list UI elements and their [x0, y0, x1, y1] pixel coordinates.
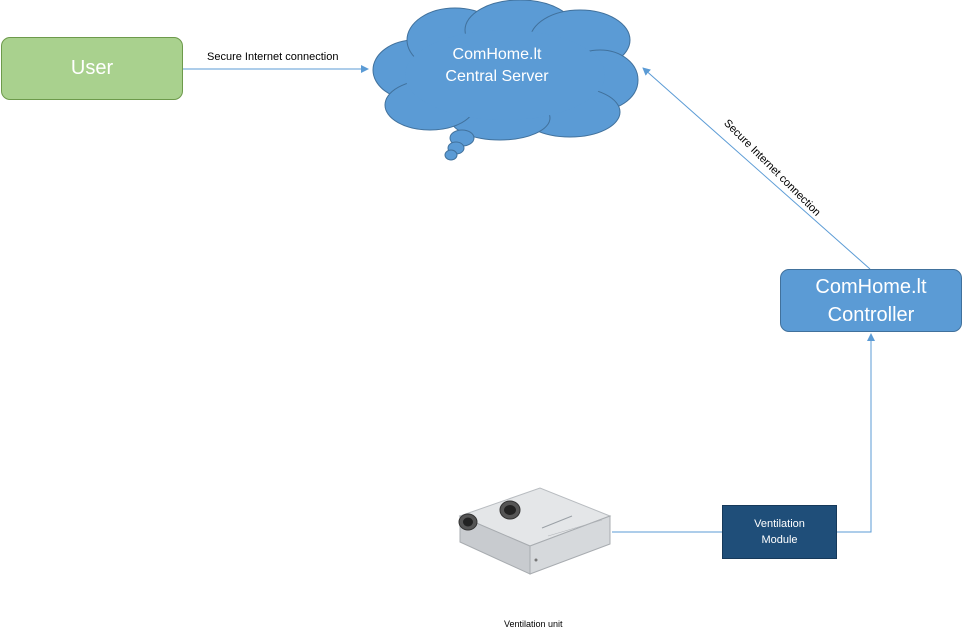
- ventilation-unit-image: [458, 487, 612, 575]
- module-line1: Ventilation: [754, 518, 805, 530]
- connector-controller-to-server: [642, 67, 871, 270]
- cloud-shape: [372, 0, 639, 161]
- central-server-label: ComHome.lt Central Server: [395, 44, 599, 88]
- user-label: User: [70, 57, 114, 79]
- central-server-name: ComHome.lt: [452, 46, 542, 63]
- controller-node: ComHome.lt Controller: [780, 269, 962, 332]
- user-connection-label: Secure Internet connection: [207, 51, 339, 63]
- controller-name: ComHome.lt: [815, 275, 927, 298]
- ventilation-unit-label: Ventilation unit: [504, 619, 563, 629]
- controller-role: Controller: [827, 303, 915, 326]
- connector-module-to-controller: [837, 333, 875, 533]
- module-line2: Module: [761, 534, 798, 546]
- central-server-role: Central Server: [445, 68, 549, 85]
- ventilation-module-node: Ventilation Module: [722, 505, 837, 559]
- user-node: User: [1, 37, 183, 100]
